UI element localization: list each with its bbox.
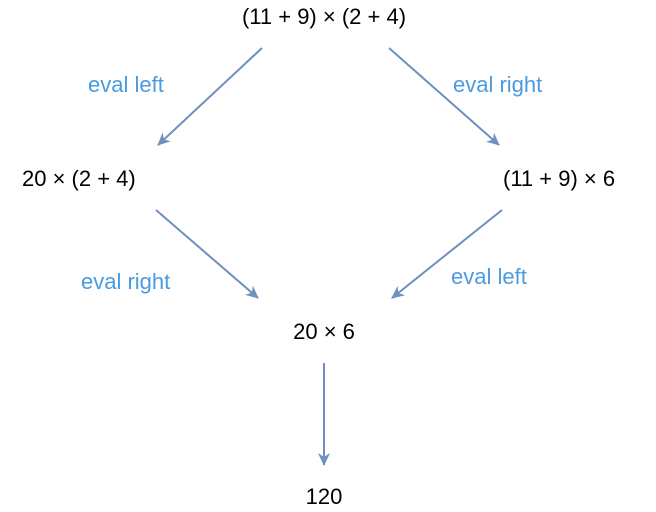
arrow-left-to-middle — [155, 209, 259, 299]
edge-label-left-middle: eval right — [81, 269, 171, 294]
node-left-expression: 20 × (2 + 4) — [22, 166, 136, 191]
node-root-expression: (11 + 9) × (2 + 4) — [241, 4, 407, 29]
arrow-root-to-right — [388, 47, 500, 146]
edge-label-root-left: eval left — [88, 72, 164, 97]
edge-label-right-middle: eval left — [451, 264, 527, 289]
node-final-result: 120 — [305, 484, 343, 509]
arrow-right-to-middle — [391, 209, 503, 299]
arrow-root-to-left — [157, 47, 263, 146]
node-right-expression: (11 + 9) × 6 — [503, 166, 616, 191]
node-middle-expression: 20 × 6 — [293, 319, 355, 344]
edge-label-root-right: eval right — [453, 72, 543, 97]
